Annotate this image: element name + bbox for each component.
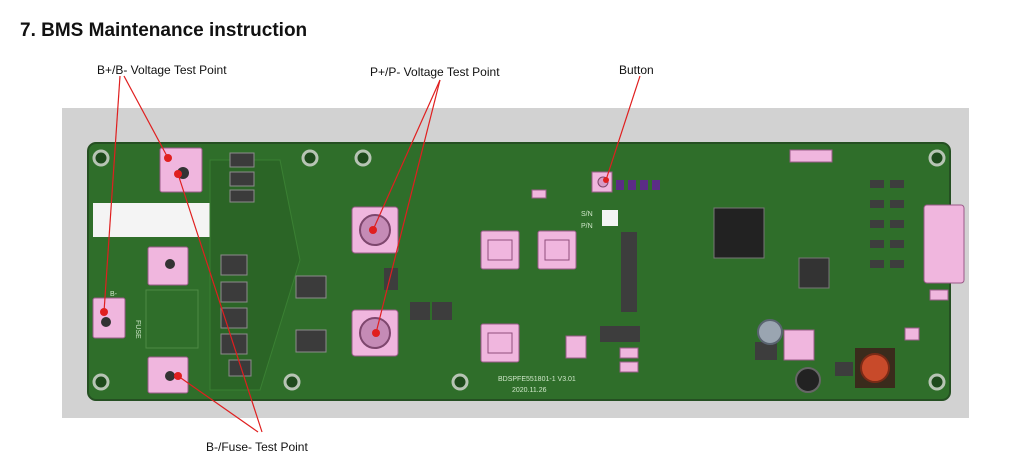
rj45-port xyxy=(480,323,520,363)
fuse-test-point-marker xyxy=(174,372,182,380)
p-plus-test-point-marker xyxy=(369,226,377,234)
silkscreen-pn: P/N xyxy=(581,223,593,230)
b-voltage-test-point-label: B+/B- Voltage Test Point xyxy=(97,63,227,77)
p-minus-test-point-marker xyxy=(372,329,380,337)
mounting-hole xyxy=(301,149,319,167)
mounting-hole xyxy=(92,149,110,167)
silkscreen-sn: S/N xyxy=(581,211,593,218)
inductor-block xyxy=(783,329,815,361)
silkscreen-board-id: BDSPFE551801-1 V3.01 xyxy=(498,376,576,383)
page-title: 7. BMS Maintenance instruction xyxy=(20,20,308,41)
rj45-port xyxy=(537,230,577,270)
mounting-hole xyxy=(354,149,372,167)
silkscreen-b-minus: B- xyxy=(110,291,118,298)
b-plus-test-point-marker xyxy=(164,154,172,162)
rj45-port xyxy=(480,230,520,270)
mounting-hole xyxy=(928,373,946,391)
mounting-hole xyxy=(928,149,946,167)
side-connector xyxy=(923,204,965,284)
button-label: Button xyxy=(619,63,654,77)
mcu-chip xyxy=(713,207,765,259)
b-fuse-test-point-label: B-/Fuse- Test Point xyxy=(206,440,308,454)
silkscreen-fuse: FUSE xyxy=(134,320,141,339)
mounting-hole xyxy=(451,373,469,391)
p-voltage-test-point-label: P+/P- Voltage Test Point xyxy=(370,65,500,79)
silkscreen-date: 2020.11.26 xyxy=(512,387,547,394)
mounting-hole xyxy=(283,373,301,391)
mounting-hole xyxy=(92,373,110,391)
b-minus-test-point-marker xyxy=(100,308,108,316)
button-marker xyxy=(603,177,609,183)
